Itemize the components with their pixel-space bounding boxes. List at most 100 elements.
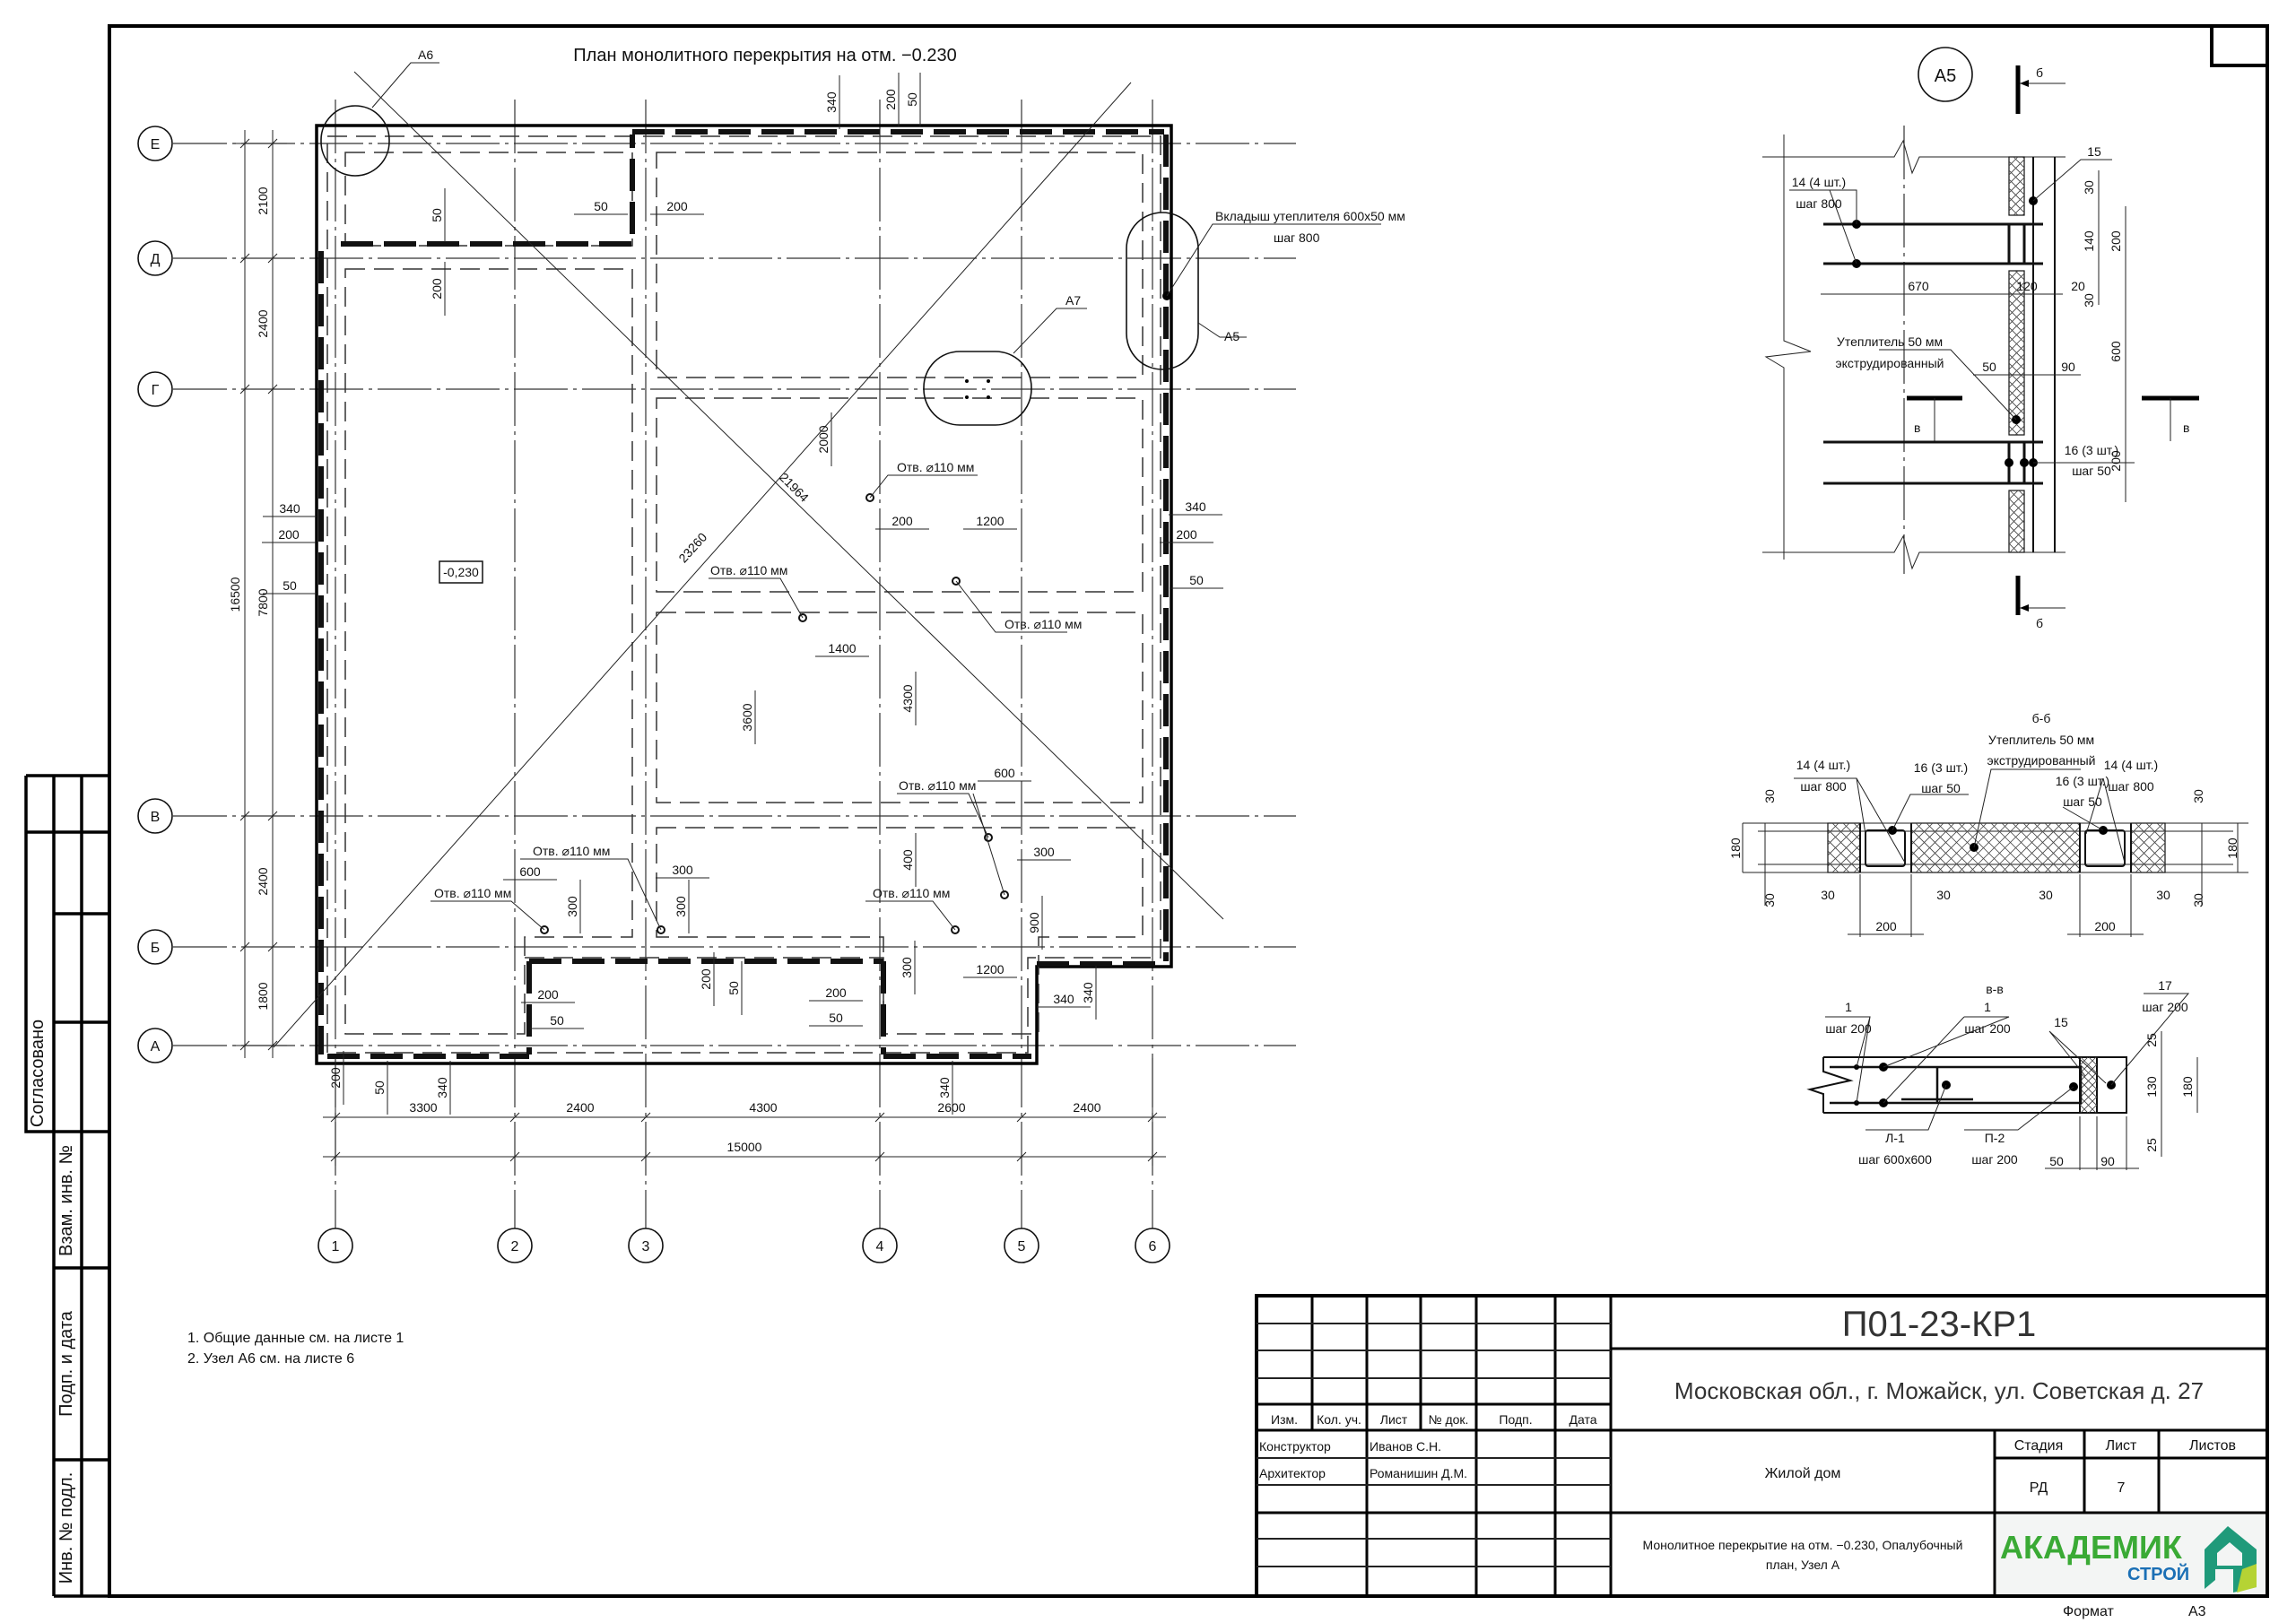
axis-bubble (137, 798, 173, 834)
local-dim: 900 (1027, 912, 1041, 933)
local-dim: 50 (372, 1081, 387, 1095)
section-vv: в-в 1 шаг 200 1 шаг 200 15 17 шаг 200 Л-… (1806, 978, 2198, 1170)
axis-number: 2 (511, 1239, 519, 1254)
local-dim: 1400 (828, 641, 856, 655)
axis-bubble (137, 1028, 173, 1063)
bb-dim: 30 (2039, 888, 2053, 902)
beam-outlines (344, 152, 1144, 1035)
logo-sub: СТРОЙ (2127, 1563, 2189, 1584)
dim-tick (640, 1112, 651, 1123)
hole (1000, 890, 1009, 899)
local-dim: 300 (672, 863, 693, 877)
col-header: № док. (1429, 1412, 1469, 1427)
dim-tick (239, 942, 250, 952)
project-address: Московская обл., г. Можайск, ул. Советск… (1674, 1377, 2204, 1404)
a5-dim: 140 (2082, 230, 2096, 252)
bar-16: 16 (3 шт.) (1914, 760, 1968, 775)
dim-tick (239, 384, 250, 395)
local-dim: 2000 (816, 425, 831, 453)
axis-number: 5 (1018, 1239, 1026, 1254)
a5-dim: 670 (1908, 279, 1929, 293)
local-dim: 200 (278, 527, 300, 542)
insulation-label: Утеплитель 50 мм (1837, 334, 1943, 349)
hole (984, 833, 993, 842)
a5-dim: 20 (2071, 279, 2085, 293)
bb-dim: 30 (1821, 888, 1835, 902)
span-dim: 3300 (409, 1100, 437, 1115)
hole (798, 613, 807, 622)
stamp-agreed: Согласовано (28, 1020, 48, 1127)
hole (952, 577, 961, 586)
insert-step: шаг 800 (1274, 230, 1320, 245)
insert-label: Вкладыш утеплителя 600х50 мм (1215, 209, 1405, 223)
corner-box (2210, 24, 2269, 67)
dim-tick (640, 1151, 651, 1162)
callout-a5: Вкладыш утеплителя 600х50 мм шаг 800 А5 (1126, 209, 1405, 370)
local-dim: 340 (937, 1077, 952, 1098)
sheet-description: Монолитное перекрытие на отм. −0.230, Оп… (1643, 1538, 1963, 1552)
local-dim: 300 (1033, 845, 1055, 859)
axis-letter: Д (151, 252, 161, 267)
bar-16: 16 (3 шт.) (2065, 443, 2118, 457)
hole (657, 925, 665, 934)
row-dim: 2400 (256, 867, 270, 895)
local-dim: 1200 (976, 962, 1004, 976)
company-logo: АКАДЕМИК СТРОЙ (1996, 1515, 2266, 1594)
dim-tick (509, 1112, 520, 1123)
dim-tick (267, 253, 278, 264)
local-dim: 200 (666, 199, 688, 213)
step-800: шаг 800 (1796, 196, 1842, 211)
hole-label: Отв. ⌀110 мм (710, 563, 787, 577)
axis-bubble (137, 929, 173, 965)
callout-a7: А7 (923, 293, 1087, 426)
local-dim: 200 (328, 1067, 343, 1089)
local-dim: 50 (829, 1011, 843, 1025)
axis-letter: Г (152, 383, 160, 398)
local-dim: 3600 (740, 703, 754, 731)
a5-dim: 600 (2109, 341, 2123, 362)
vv-dim: 90 (2100, 1154, 2115, 1168)
bb-dim: 180 (1728, 838, 1743, 859)
dim-tick (1016, 1151, 1027, 1162)
dim-tick (330, 1151, 341, 1162)
dim-tick (267, 942, 278, 952)
diagonal-dim: 21964 (777, 470, 812, 505)
dim-tick (267, 384, 278, 395)
col-header: Лист (1380, 1412, 1408, 1427)
axis-number: 1 (332, 1239, 340, 1254)
l1-step: шаг 600х600 (1858, 1152, 1932, 1167)
dim-tick (1147, 1112, 1158, 1123)
note: 1. Общие данные см. на листе 1 (187, 1331, 404, 1346)
dim-tick (267, 811, 278, 821)
callout-a6: А6 (320, 48, 439, 177)
step-800: шаг 800 (1800, 779, 1847, 794)
dim-tick (1016, 1112, 1027, 1123)
hole (540, 925, 549, 934)
stamp-inv-original: Инв. № подл. (57, 1472, 76, 1584)
cut-b-label: б (2036, 616, 2043, 630)
span-dim: 4300 (749, 1100, 777, 1115)
axis-letter: В (151, 810, 161, 825)
axis-bubble (137, 240, 173, 276)
grid-axes (173, 100, 1296, 1228)
sheet-description: план, Узел А (1766, 1558, 1840, 1572)
stamp-sign-date: Подп. и дата (57, 1310, 76, 1417)
object-name: Жилой дом (1765, 1466, 1841, 1481)
callout-a7-label: А7 (1065, 293, 1081, 308)
role: Архитектор (1259, 1466, 1326, 1480)
total-height-dim: 16500 (228, 577, 242, 612)
title-block: П01-23-КР1 Московская обл., г. Можайск, … (1255, 1294, 2269, 1619)
axis-bubble (1004, 1228, 1039, 1263)
step-50: шаг 50 (2063, 794, 2102, 809)
a5-dim: 200 (2109, 230, 2123, 252)
hole (951, 925, 960, 934)
logo-main: АКАДЕМИК (2000, 1529, 2183, 1566)
step-800: шаг 800 (2108, 779, 2154, 794)
local-dim: 200 (1176, 527, 1197, 542)
hole-label: Отв. ⌀110 мм (873, 886, 950, 900)
insulation-hatch (2008, 270, 2025, 436)
holes: Отв. ⌀110 мм Отв. ⌀110 мм Отв. ⌀110 мм О… (430, 460, 1082, 934)
